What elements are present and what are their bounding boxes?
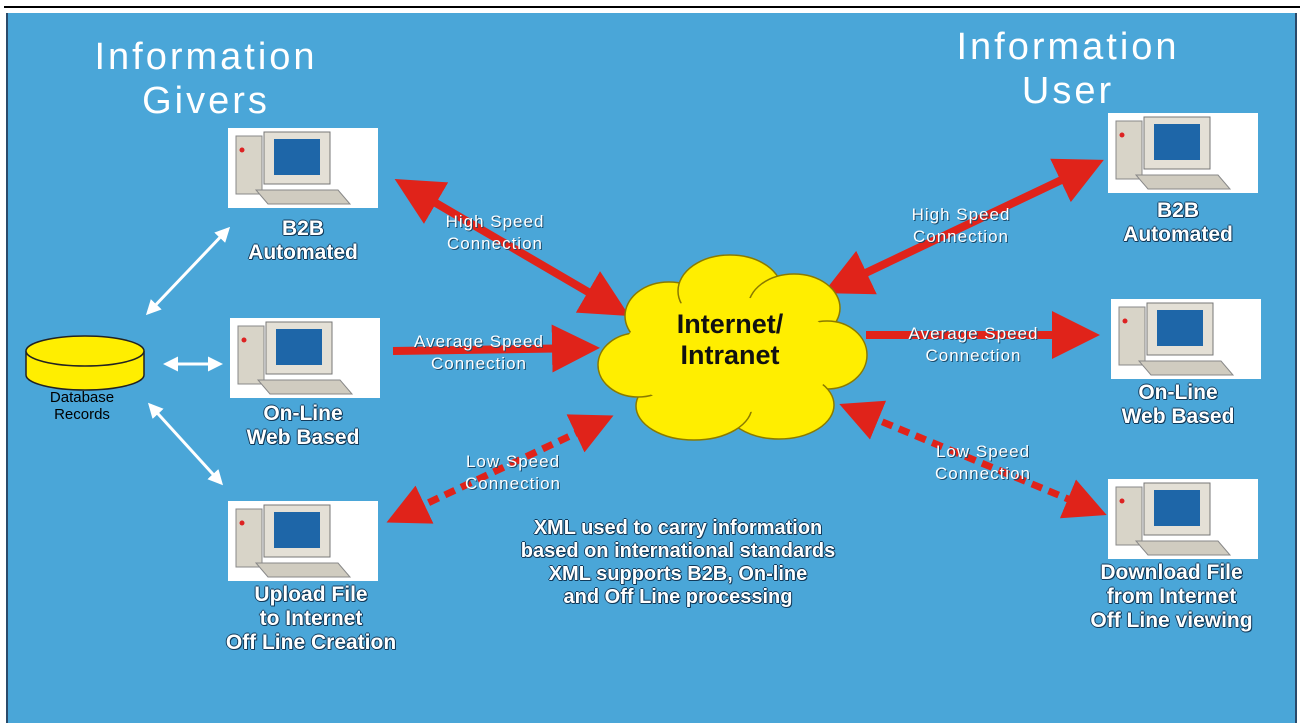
right-high-speed-arrow [823, 158, 1104, 295]
left-average-speed-arrow [392, 324, 600, 373]
right-average-speed-label: Average Speed Connection [908, 324, 1039, 365]
internet-intranet-label: Internet/ Intranet [676, 309, 784, 370]
user-online-label: On-Line Web Based [1121, 381, 1235, 428]
diagram-graphics [25, 158, 1107, 524]
information-user-heading: Information User [956, 26, 1180, 112]
giver-b2b-label: B2B Automated [248, 217, 358, 264]
computer-icon [1111, 299, 1261, 379]
left-low-speed-label: Low Speed Connection [464, 452, 561, 493]
giver-online-label: On-Line Web Based [246, 402, 360, 449]
internet-cloud-shape [597, 254, 868, 441]
left-high-speed-arrow [394, 178, 630, 317]
computer-icon [230, 318, 380, 398]
computer-icon [1108, 479, 1258, 559]
left-low-speed-arrow [386, 414, 614, 524]
right-low-speed-arrow [839, 400, 1107, 519]
connection-arrows [386, 158, 1107, 524]
left-average-speed-label: Average Speed Connection [414, 332, 544, 373]
db-to-b2b-link [145, 226, 231, 316]
diagram-panel: Information Givers Information User [6, 13, 1297, 723]
top-rule [4, 6, 1300, 8]
information-givers-heading: Information Givers [94, 36, 318, 122]
right-low-speed-label: Low Speed Connection [934, 442, 1031, 483]
left-high-speed-label: High Speed Connection [445, 212, 545, 253]
computer-icon [228, 501, 378, 581]
computer-icon [228, 128, 378, 208]
giver-upload-label: Upload File to Internet Off Line Creatio… [225, 583, 397, 654]
user-b2b-label: B2B Automated [1123, 199, 1233, 246]
xml-note: XML used to carry information based on i… [520, 517, 836, 608]
database-links [145, 226, 231, 486]
right-high-speed-label: High Speed Connection [911, 205, 1011, 246]
user-download-label: Download File from Internet Off Line vie… [1090, 561, 1253, 632]
database-cylinder-icon [25, 335, 145, 391]
database-records-label: Database Records [49, 389, 115, 423]
db-to-upload-link [147, 402, 224, 486]
computer-icon [1108, 113, 1258, 193]
